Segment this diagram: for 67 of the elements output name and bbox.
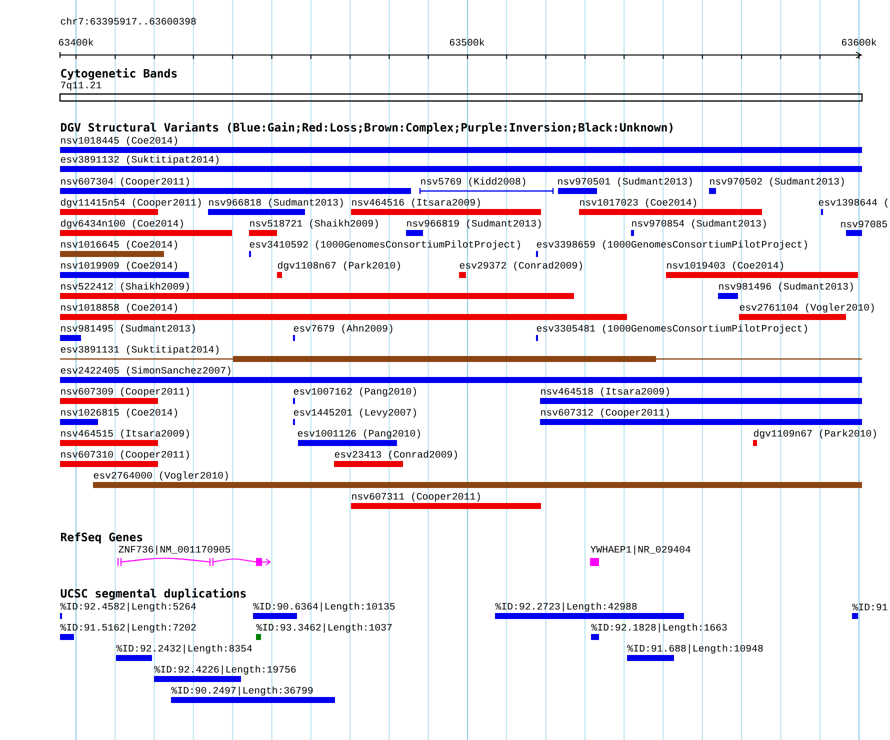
position-label: chr7:63395917..63600398	[60, 17, 196, 25]
feature-label: nsv966818 (Sudmant2013)	[209, 198, 343, 208]
feature-label: nsv607304 (Cooper2011)	[61, 177, 189, 187]
feature-label: nsv981495 (Sudmant2013)	[61, 324, 195, 334]
feature-label: %ID:92.2432|Length:8354	[116, 644, 252, 654]
feature-label: %ID:91.688|Length:10948	[627, 644, 763, 654]
feature-label: %ID:92.1828|Length:1663	[591, 623, 727, 633]
track-heading: RefSeq Genes	[61, 532, 142, 544]
feature-label: esv23413 (Conrad2009)	[334, 450, 457, 460]
feature-label: esv1445201 (Levy2007)	[294, 408, 416, 418]
feature-label: nsv1018445 (Coe2014)	[61, 136, 177, 146]
feature-label: %ID:92.2723|Length:42988	[495, 602, 637, 612]
feature-label: %ID:90.2497|Length:36799	[171, 686, 313, 696]
feature-label: esv7679 (Ahn2009)	[294, 324, 392, 334]
track-heading: DGV Structural Variants (Blue:Gain;Red:Loss;Brown:Complex;Purple:Inversion;Black:Unknown)	[61, 122, 672, 134]
feature-label: esv2761104 (Vogler2010)	[740, 303, 874, 313]
feature-label: esv3891132 (Suktitipat2014)	[60, 155, 218, 165]
feature-label: nsv607309 (Cooper2011)	[61, 387, 189, 397]
tick-label: 63600k	[842, 38, 876, 46]
feature-label: esv3398659 (1000GenomesConsortiumPilotProject)	[536, 240, 807, 250]
feature-label: esv2422405 (SimonSanchez2007)	[60, 366, 230, 376]
feature-label: esv29372 (Conrad2009)	[460, 261, 582, 271]
feature-label: nsv97085	[841, 220, 887, 228]
feature-label: nsv970502 (Sudmant2013)	[710, 177, 844, 187]
feature-label: esv1398644 (	[818, 198, 888, 208]
feature-label: %ID:93.3462|Length:1037	[256, 623, 392, 633]
feature-label: nsv1017023 (Coe2014)	[580, 198, 696, 208]
feature-label: nsv464518 (Itsara2009)	[541, 387, 669, 397]
track-heading: UCSC segmental duplications	[60, 588, 246, 600]
feature-label: nsv607311 (Cooper2011)	[352, 492, 480, 502]
feature-label: esv2764000 (Vogler2010)	[94, 471, 228, 481]
feature-label: %ID:92.4226|Length:19756	[154, 665, 296, 675]
feature-label: nsv464515 (Itsara2009)	[61, 429, 189, 439]
feature-label: nsv522412 (Shaikh2009)	[61, 282, 189, 292]
feature-label: esv3891131 (Suktitipat2014)	[60, 345, 218, 355]
feature-label: esv1007162 (Pang2010)	[294, 387, 416, 397]
feature-label: ZNF736|NM_001170905	[118, 545, 230, 555]
feature-label: esv1001126 (Pang2010)	[298, 429, 420, 439]
feature-label: %ID:92.4582|Length:5264	[60, 602, 196, 612]
band-label: 7q11.21	[61, 82, 102, 90]
track-heading: Cytogenetic Bands	[61, 68, 177, 80]
feature-label: esv3305481 (1000GenomesConsortiumPilotProject)	[536, 324, 807, 334]
feature-label: nsv1018858 (Coe2014)	[61, 303, 177, 313]
feature-label: nsv518721 (Shaikh2009)	[250, 219, 378, 229]
feature-label: dgv6434n100 (Coe2014)	[60, 219, 183, 229]
feature-label: dgv1108n67 (Park2010)	[278, 261, 400, 271]
feature-label: nsv966819 (Sudmant2013)	[407, 219, 541, 229]
feature-label: nsv1019909 (Coe2014)	[61, 261, 177, 271]
feature-label: dgv11415n54 (Cooper2011)	[60, 198, 201, 208]
feature-label: esv3410592 (1000GenomesConsortiumPilotProject)	[250, 240, 520, 250]
feature-label: YWHAEP1|NR_029404	[590, 545, 690, 555]
feature-label: nsv981496 (Sudmant2013)	[719, 282, 853, 292]
feature-label: nsv607310 (Cooper2011)	[61, 450, 189, 460]
feature-label: nsv970501 (Sudmant2013)	[558, 177, 692, 187]
feature-label: %ID:90.6364|Length:10135	[253, 602, 395, 612]
tick-label: 63500k	[450, 38, 484, 46]
feature-label: nsv970854 (Sudmant2013)	[632, 219, 766, 229]
feature-label: dgv1109n67 (Park2010)	[754, 429, 876, 439]
tick-label: 63400k	[58, 38, 94, 46]
feature-label: nsv607312 (Cooper2011)	[541, 408, 669, 418]
feature-label: %ID:91.5162|Length:7202	[60, 623, 196, 633]
feature-label: %ID:91	[852, 604, 888, 610]
feature-label: nsv1026815 (Coe2014)	[61, 408, 177, 418]
feature-label: nsv464516 (Itsara2009)	[352, 198, 480, 208]
feature-label: nsv1019403 (Coe2014)	[667, 261, 784, 271]
feature-label: nsv1016645 (Coe2014)	[61, 240, 177, 250]
feature-label: nsv5769 (Kidd2008)	[421, 177, 526, 187]
